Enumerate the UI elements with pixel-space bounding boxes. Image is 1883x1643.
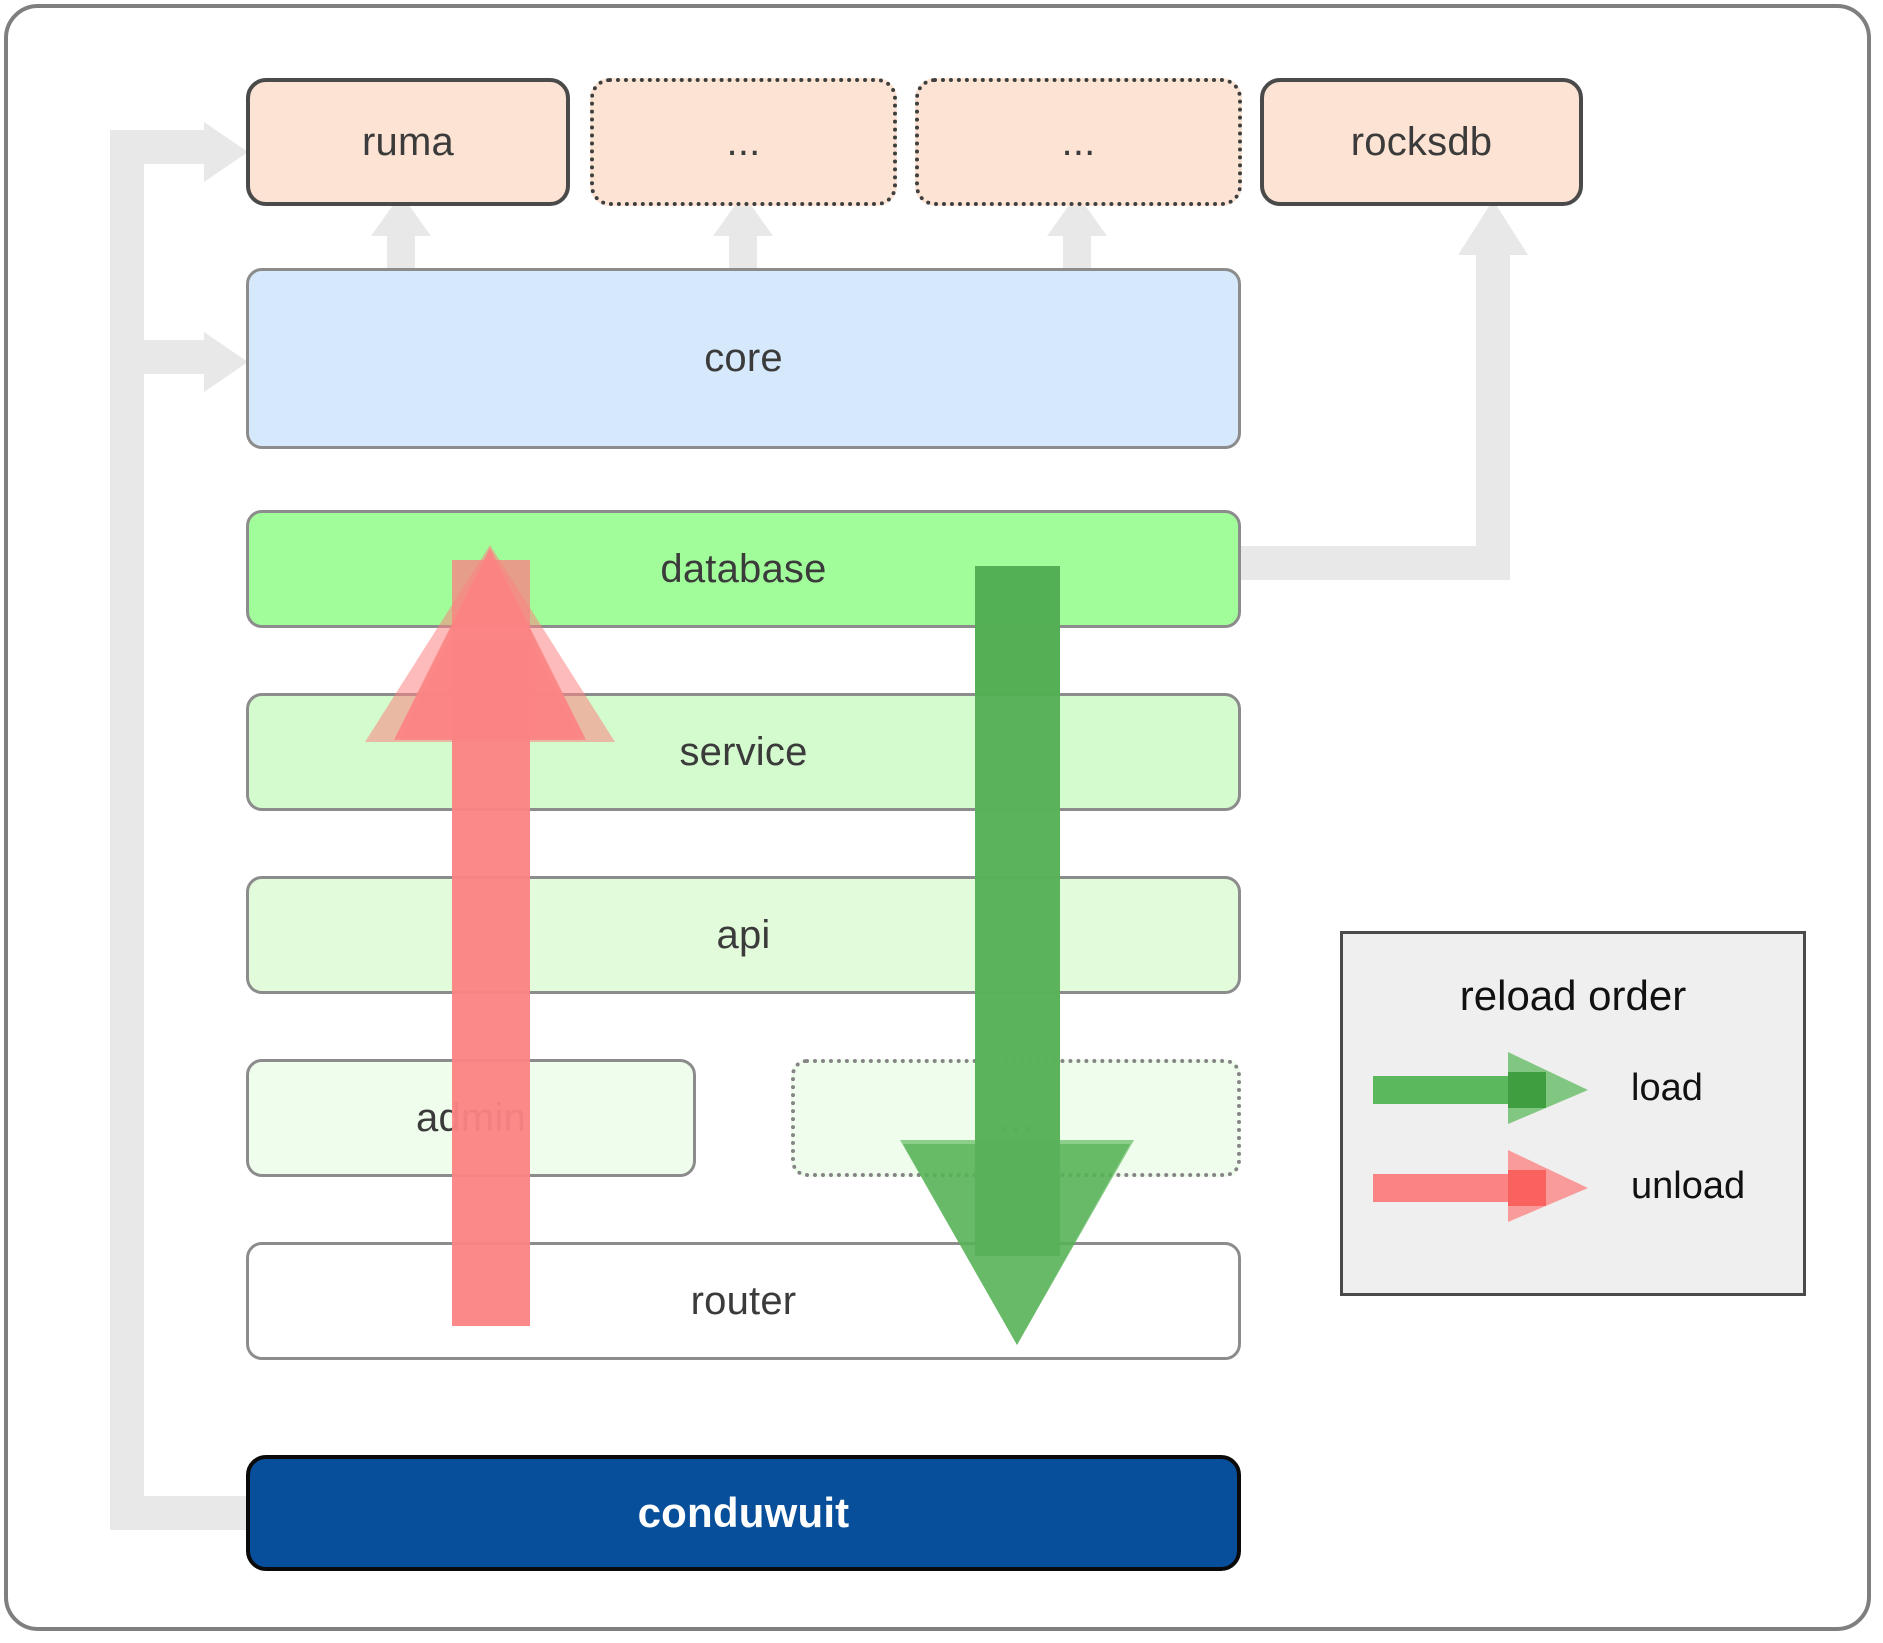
- crate-box-placeholder[interactable]: ...: [791, 1059, 1241, 1177]
- crate-label: database: [660, 546, 827, 591]
- legend-label-unload: unload: [1631, 1165, 1746, 1207]
- crate-label: admin: [416, 1095, 526, 1140]
- dependency-box-placeholder-1[interactable]: ...: [590, 78, 897, 206]
- dependency-label: rocksdb: [1350, 119, 1493, 164]
- crate-box-router[interactable]: router: [246, 1242, 1241, 1360]
- crate-label: service: [679, 729, 808, 774]
- crate-label: core: [704, 336, 783, 380]
- crate-box-service[interactable]: service: [246, 693, 1241, 811]
- crate-label: ...: [999, 1095, 1033, 1140]
- dependency-label: ...: [726, 119, 761, 164]
- diagram-frame: [4, 4, 1871, 1631]
- crate-box-admin[interactable]: admin: [246, 1059, 696, 1177]
- crate-label: api: [716, 912, 771, 957]
- dependency-box-placeholder-2[interactable]: ...: [915, 78, 1242, 206]
- legend-panel: reload order load unload: [1340, 931, 1806, 1296]
- legend-unload-arrow: [1373, 1150, 1588, 1222]
- legend-arrows: [1373, 1052, 1588, 1222]
- crate-box-core[interactable]: core: [246, 268, 1241, 449]
- crate-label: conduwuit: [637, 1489, 850, 1536]
- dependency-label: ...: [1061, 119, 1096, 164]
- dependency-label: ruma: [362, 119, 454, 164]
- legend-title: reload order: [1459, 972, 1687, 1019]
- legend-load-arrow: [1373, 1052, 1588, 1124]
- crate-box-api[interactable]: api: [246, 876, 1241, 994]
- dependency-box-rocksdb[interactable]: rocksdb: [1260, 78, 1583, 206]
- crate-box-conduwuit[interactable]: conduwuit: [246, 1455, 1241, 1571]
- dependency-box-ruma[interactable]: ruma: [246, 78, 570, 206]
- legend-label-load: load: [1631, 1067, 1703, 1109]
- crate-label: router: [690, 1278, 797, 1323]
- crate-box-database[interactable]: database: [246, 510, 1241, 628]
